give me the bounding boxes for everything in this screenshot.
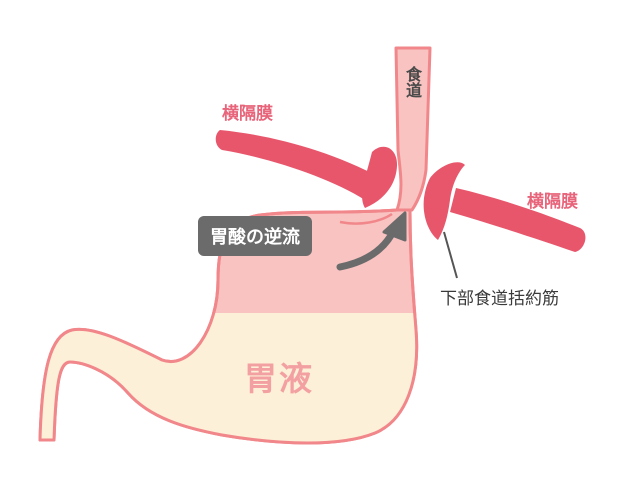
acid-reflux-badge: 胃酸の逆流 xyxy=(198,216,312,256)
gastric-juice-area xyxy=(40,313,417,443)
diaphragm-right xyxy=(423,162,586,252)
sphincter-left xyxy=(362,146,398,208)
diaphragm-label-right: 横隔膜 xyxy=(527,192,578,212)
sphincter-label: 下部食道括約筋 xyxy=(440,289,559,309)
diaphragm-label-left: 横隔膜 xyxy=(222,104,273,124)
esophagus xyxy=(394,46,432,212)
gastric-juice-label: 胃液 xyxy=(244,359,314,398)
sphincter-pointer xyxy=(443,231,458,279)
curved-up-arrow-icon xyxy=(336,211,407,271)
diaphragm-left xyxy=(215,130,398,208)
esophagus-label: 食道 xyxy=(403,66,422,98)
sphincter-right xyxy=(423,162,465,240)
